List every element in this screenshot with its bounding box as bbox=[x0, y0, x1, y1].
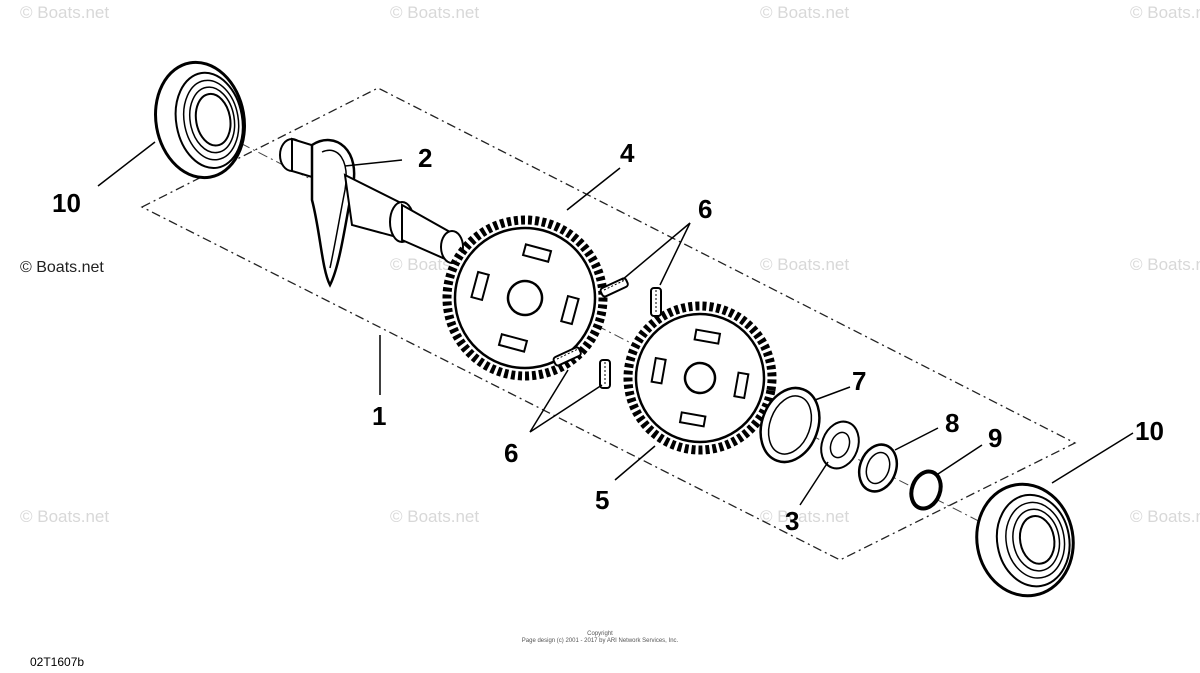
callout-3: 3 bbox=[785, 506, 799, 536]
callout-labels: 10 2 4 6 1 6 5 7 3 8 9 10 bbox=[52, 138, 1164, 536]
watermark: © Boats.net bbox=[390, 3, 479, 22]
ball-bearing-left bbox=[154, 60, 246, 180]
callout-2: 2 bbox=[418, 143, 432, 173]
callout-6-bottom: 6 bbox=[504, 438, 518, 468]
copyright-line: Page design (c) 2001 - 2017 by ARI Netwo… bbox=[521, 638, 679, 644]
callout-7: 7 bbox=[852, 366, 866, 396]
watermark: © Boats.net bbox=[760, 255, 849, 274]
callout-4: 4 bbox=[620, 138, 635, 168]
leader-lines bbox=[97, 141, 1134, 506]
flat-washer bbox=[820, 420, 860, 470]
ball-bearing-right bbox=[975, 482, 1075, 598]
assembly-outline bbox=[140, 87, 1077, 561]
callout-10-left: 10 bbox=[52, 188, 81, 218]
center-axis bbox=[204, 124, 1046, 556]
thrust-washer bbox=[759, 386, 821, 464]
callout-1: 1 bbox=[372, 401, 386, 431]
watermark: © Boats.net bbox=[1130, 255, 1200, 274]
retaining-ring bbox=[909, 469, 943, 511]
cam-gear-large bbox=[442, 215, 608, 381]
copyright-notice: Copyright Page design (c) 2001 - 2017 by… bbox=[470, 631, 730, 645]
spacer-ring bbox=[857, 443, 899, 493]
callout-6-top: 6 bbox=[698, 194, 712, 224]
callout-9: 9 bbox=[988, 423, 1002, 453]
watermark: © Boats.net bbox=[760, 3, 849, 22]
watermark: © Boats.net bbox=[20, 3, 109, 22]
watermark: © Boats.net bbox=[1130, 507, 1200, 526]
callout-8: 8 bbox=[945, 408, 959, 438]
callout-10-right: 10 bbox=[1135, 416, 1164, 446]
watermark: © Boats.net bbox=[760, 507, 849, 526]
dowel-pins bbox=[552, 277, 662, 389]
watermark: © Boats.net bbox=[20, 259, 104, 276]
watermark: © Boats.net bbox=[1130, 3, 1200, 22]
drive-gear bbox=[623, 301, 777, 455]
watermark: © Boats.net bbox=[390, 507, 479, 526]
copyright-line: Copyright bbox=[587, 631, 613, 637]
diagram-code: 02T1607b bbox=[30, 655, 85, 669]
watermark: © Boats.net bbox=[20, 507, 109, 526]
watermark-layer: © Boats.net © Boats.net © Boats.net © Bo… bbox=[20, 3, 1200, 526]
callout-5: 5 bbox=[595, 485, 609, 515]
